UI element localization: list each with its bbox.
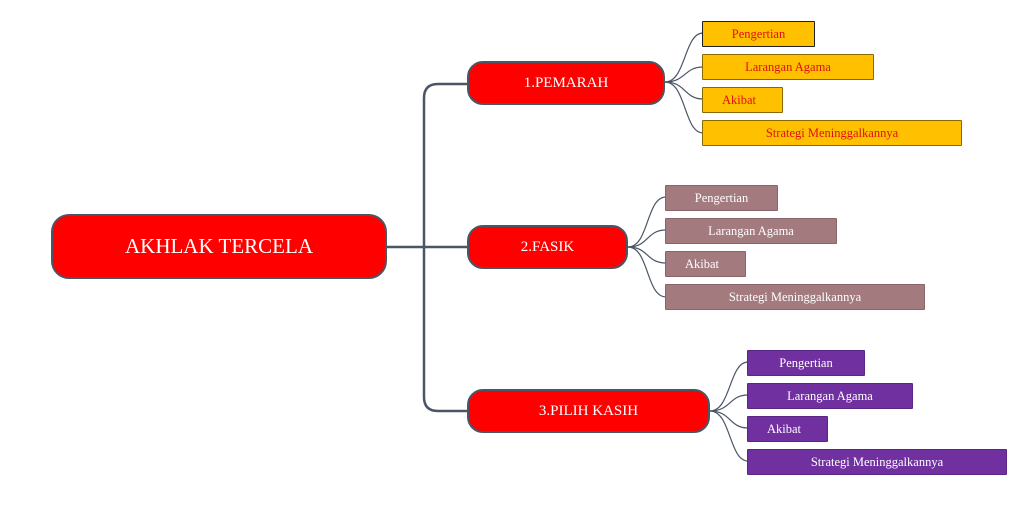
leaf-label: Akibat (685, 256, 720, 271)
branch-node-fasik[interactable]: 2.FASIK (467, 225, 628, 269)
leaf-pemarah-akibat[interactable]: Akibat (702, 87, 783, 113)
connector-fan-branch-1 (664, 32, 704, 134)
leaf-pilih-kasih-larangan-agama[interactable]: Larangan Agama (747, 383, 913, 409)
leaf-pemarah-larangan-agama[interactable]: Larangan Agama (702, 54, 874, 80)
branch-label: 2.FASIK (520, 238, 575, 255)
leaf-label: Larangan Agama (708, 223, 794, 238)
leaf-pilih-kasih-pengertian[interactable]: Pengertian (747, 350, 865, 376)
leaf-fasik-larangan-agama[interactable]: Larangan Agama (665, 218, 837, 244)
leaf-label: Larangan Agama (745, 59, 831, 74)
leaf-label: Pengertian (694, 190, 749, 205)
leaf-label: Strategi Meninggalkannya (810, 454, 944, 469)
root-node[interactable]: AKHLAK TERCELA (51, 214, 387, 279)
leaf-label: Akibat (722, 92, 757, 107)
branch-label: 3.PILIH KASIH (538, 402, 639, 419)
root-label: AKHLAK TERCELA (124, 234, 313, 258)
leaf-pemarah-strategi[interactable]: Strategi Meninggalkannya (702, 120, 962, 146)
leaf-fasik-akibat[interactable]: Akibat (665, 251, 746, 277)
leaf-fasik-pengertian[interactable]: Pengertian (665, 185, 778, 211)
leaf-fasik-strategi[interactable]: Strategi Meninggalkannya (665, 284, 925, 310)
leaf-label: Pengertian (779, 355, 833, 370)
branch-node-pilih-kasih[interactable]: 3.PILIH KASIH (467, 389, 710, 433)
branch-node-pemarah[interactable]: 1.PEMARAH (467, 61, 665, 105)
leaf-pemarah-pengertian[interactable]: Pengertian (702, 21, 815, 47)
leaf-label: Strategi Meninggalkannya (765, 125, 899, 140)
leaf-pilih-kasih-strategi[interactable]: Strategi Meninggalkannya (747, 449, 1007, 475)
leaf-label: Akibat (767, 421, 802, 436)
leaf-label: Strategi Meninggalkannya (728, 289, 862, 304)
connector-fan-branch-2 (627, 196, 667, 298)
leaf-pilih-kasih-akibat[interactable]: Akibat (747, 416, 828, 442)
leaf-label: Larangan Agama (787, 388, 873, 403)
connector-fan-branch-3 (709, 361, 749, 462)
branch-label: 1.PEMARAH (523, 74, 609, 91)
leaf-label: Pengertian (731, 26, 786, 41)
